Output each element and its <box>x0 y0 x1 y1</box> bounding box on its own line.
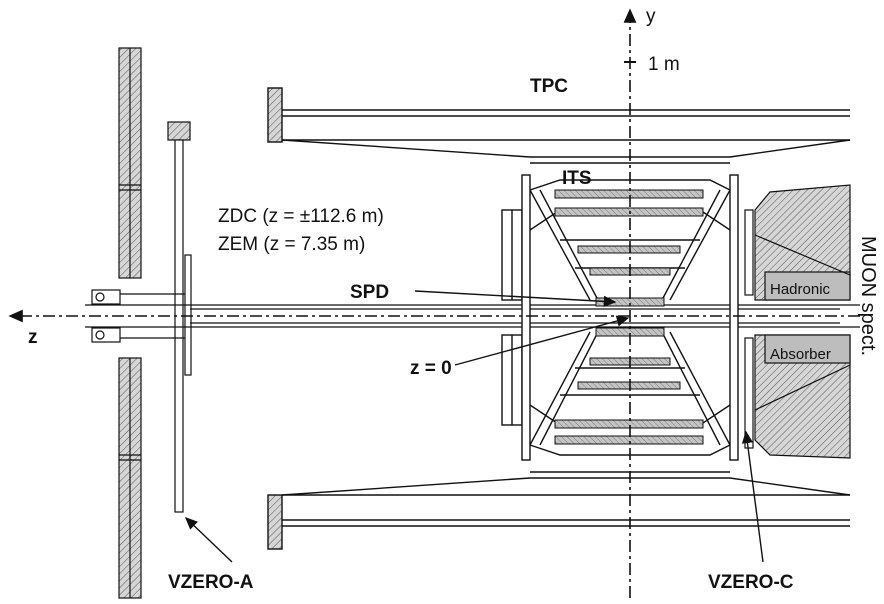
vzero-c-label: VZERO-C <box>708 572 794 593</box>
its-layers <box>554 189 704 445</box>
vzero-a-label: VZERO-A <box>168 572 254 593</box>
zdc-label: ZDC (z = ±112.6 m) <box>218 206 384 227</box>
scale-label: 1 m <box>648 54 680 75</box>
zem-label: ZEM (z = 7.35 m) <box>218 234 365 255</box>
z0-label: z = 0 <box>410 358 452 379</box>
tpc-structure <box>267 87 851 550</box>
muon-absorber <box>744 184 851 459</box>
its-label: ITS <box>562 168 592 189</box>
left-endcap-structure <box>91 47 192 599</box>
z-axis-label: z <box>28 327 38 348</box>
absorber-label: Absorber <box>770 346 831 363</box>
y-axis-label: y <box>646 6 656 27</box>
tpc-label: TPC <box>530 76 568 97</box>
its-structure <box>501 174 739 461</box>
y-axis <box>623 8 637 598</box>
muon-spectrometer-label: MUON spect. <box>857 236 879 356</box>
spd-label: SPD <box>350 282 389 303</box>
hadronic-label: Hadronic <box>770 281 831 298</box>
leader-lines <box>184 290 764 563</box>
